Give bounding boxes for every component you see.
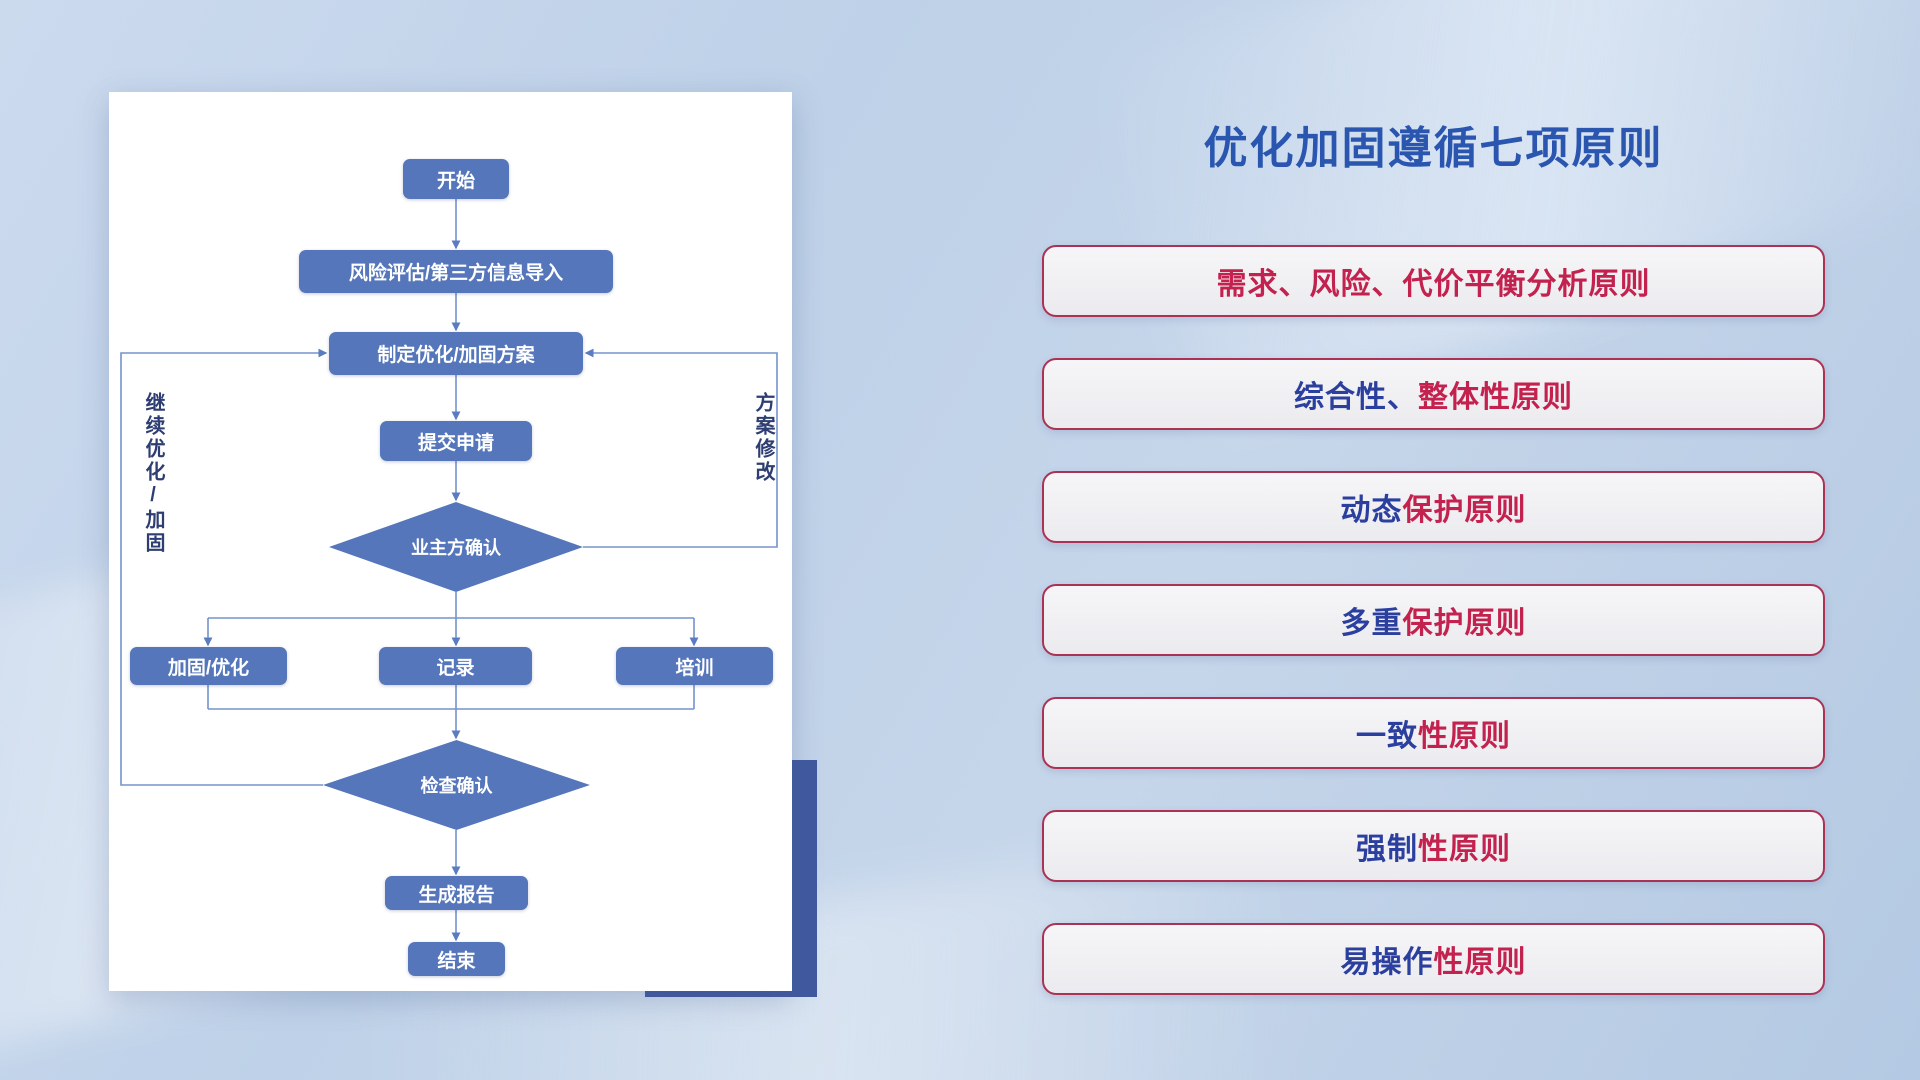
page-title: 优化加固遵循七项原则	[1203, 124, 1664, 173]
flow-node-training: 培训	[616, 647, 773, 685]
principle-item: 综合性、整体性原则	[1042, 358, 1825, 430]
principle-item: 需求、风险、代价平衡分析原则	[1042, 245, 1825, 317]
flow-connectors	[120, 199, 778, 942]
principle-item: 一致性原则	[1042, 697, 1825, 769]
flow-node-record: 记录	[379, 647, 532, 685]
principle-item: 动态保护原则	[1042, 471, 1825, 543]
flow-node-plan: 制定优化/加固方案	[329, 332, 583, 375]
loop-label-plan-modification: 方案修改	[752, 392, 774, 484]
principles-list: 需求、风险、代价平衡分析原则 综合性、整体性原则 动态保护原则 多重保护原则 一…	[1042, 245, 1825, 995]
principle-text-blue: 一致	[1356, 720, 1418, 753]
principle-text-blue: 综合性、	[1294, 381, 1418, 414]
principle-item: 易操作性原则	[1042, 923, 1825, 995]
principle-text-red: 性原则	[1418, 720, 1511, 753]
principle-item: 多重保护原则	[1042, 584, 1825, 656]
flow-node-end: 结束	[408, 942, 505, 976]
principle-text-blue: 动态	[1340, 494, 1403, 527]
principle-text-red: 需求、风险、代价平衡分析原则	[1216, 268, 1651, 301]
flow-node-report: 生成报告	[385, 876, 528, 910]
flowchart-card: 开始 风险评估/第三方信息导入 制定优化/加固方案 提交申请 业主方确认 加固/…	[109, 92, 792, 991]
principle-text-blue: 强制	[1356, 833, 1418, 866]
principle-text-blue: 多重	[1340, 607, 1403, 640]
principle-text-red: 性原则	[1433, 946, 1527, 979]
principle-text-blue: 易操作	[1340, 946, 1434, 979]
principle-text-red: 保护原则	[1402, 607, 1527, 640]
flow-node-submit: 提交申请	[380, 421, 532, 461]
flow-node-risk-import: 风险评估/第三方信息导入	[299, 250, 613, 293]
principle-text-red: 整体性原则	[1418, 381, 1573, 414]
principle-item: 强制性原则	[1042, 810, 1825, 882]
principle-text-red: 性原则	[1418, 833, 1511, 866]
flow-node-start: 开始	[403, 159, 509, 199]
principle-text-red: 保护原则	[1402, 494, 1527, 527]
flow-node-reinforce: 加固/优化	[130, 647, 287, 685]
loop-label-continue-optimization: 继续优化/加固	[142, 392, 164, 555]
